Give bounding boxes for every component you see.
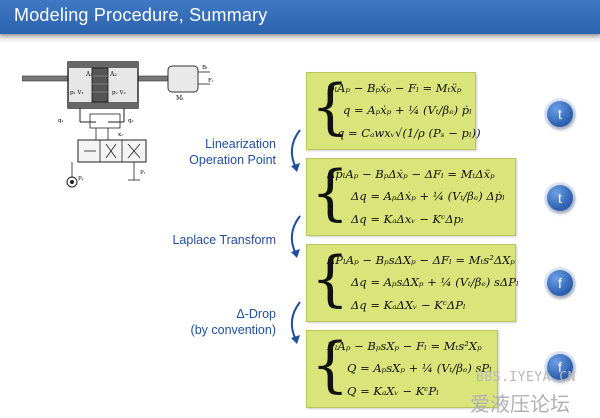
step-delta-drop-line2: (by convention)	[190, 323, 276, 337]
step-linearization-line2: Operation Point	[189, 153, 276, 167]
step-laplace: Laplace Transform	[160, 232, 276, 248]
arrow-1-icon	[290, 129, 301, 172]
label-bt: Bₜ	[202, 65, 208, 71]
equation-box-nonlinear: { pₗAₚ − Bₚẋₚ − Fₗ = Mₜẍₚ q = Aₚẋₚ + ¼ (…	[306, 72, 481, 150]
equation-1-2: q = Aₚẋₚ + ¼ (Vₜ/βₑ) ṗₗ	[343, 103, 472, 117]
label-a2: A₂	[109, 71, 117, 78]
equation-box-linearized: { ΔpₗAₚ − BₚΔẋₚ − ΔFₗ = MₜΔẍₚ Δq = AₚΔẋₚ…	[306, 158, 516, 236]
equation-box-delta-drop: { PₗAₚ − BₚsXₚ − Fₗ = Mₜs²Xₚ Q = AₚsXₚ +…	[306, 330, 498, 408]
brace-icon: {	[311, 72, 350, 142]
equation-3-2: Δq = AₚsΔXₚ + ¼ (Vₜ/βₑ) sΔPₗ	[351, 275, 519, 289]
equation-2-2: Δq = AₚΔẋₚ + ¼ (Vₜ/βₑ) Δṗₗ	[351, 189, 505, 203]
watermark-text: 爱液压论坛	[470, 394, 570, 416]
label-pt: Pₜ	[140, 170, 146, 176]
step-delta-drop-line1: Δ-Drop	[236, 307, 276, 321]
equation-2-3: Δq = KₐΔxᵥ − KᶜΔpₗ	[351, 212, 464, 226]
step-laplace-line1: Laplace Transform	[172, 233, 276, 247]
badge-time-domain-2[interactable]: t	[547, 185, 573, 211]
equation-3-1: ΔPₗAₚ − BₚsΔXₚ − ΔFₗ = Mₜs²ΔXₚ	[327, 253, 515, 267]
title-shadow	[0, 34, 600, 44]
step-delta-drop: Δ-Drop (by convention)	[160, 306, 276, 338]
step-linearization: Linearization Operation Point	[160, 136, 276, 168]
hydraulic-system-diagram: A₁ A₂ p₁ V₁ p₂ V₂ Mₜ Bₜ Fₗ q₁ q₂ xᵥ Pₛ P…	[22, 61, 214, 188]
badge-time-domain-1[interactable]: t	[547, 101, 573, 127]
label-q1: q₁	[58, 118, 64, 124]
equation-1-1: pₗAₚ − Bₚẋₚ − Fₗ = Mₜẍₚ	[327, 81, 462, 95]
brace-icon: {	[311, 244, 350, 314]
equation-4-3: Q = KₐXᵥ − KᶜPₗ	[347, 384, 439, 398]
page-title: Modeling Procedure, Summary	[14, 5, 268, 25]
equation-3-3: Δq = KₐΔXᵥ − KᶜΔPₗ	[351, 298, 466, 312]
label-a1: A₁	[85, 71, 93, 78]
label-p1v1: p₁ V₁	[70, 90, 84, 96]
title-bar: Modeling Procedure, Summary	[0, 0, 600, 34]
arrow-2-icon	[290, 215, 301, 258]
badge-frequency-domain-2[interactable]: f	[547, 354, 573, 380]
equation-4-1: PₗAₚ − BₚsXₚ − Fₗ = Mₜs²Xₚ	[327, 339, 482, 353]
equation-box-laplace: { ΔPₗAₚ − BₚsΔXₚ − ΔFₗ = Mₜs²ΔXₚ Δq = Aₚ…	[306, 244, 519, 322]
label-mt: Mₜ	[176, 95, 184, 102]
brace-icon: {	[311, 158, 350, 228]
equation-2-1: ΔpₗAₚ − BₚΔẋₚ − ΔFₗ = MₜΔẍₚ	[327, 167, 495, 181]
watermark-url: BBS.IYEYA.CN	[476, 370, 576, 385]
arrow-3-icon	[290, 301, 301, 344]
equation-1-3: q = Cₐwxᵥ√(1/ρ (Pₛ − pₗ))	[337, 126, 481, 140]
label-xv: xᵥ	[118, 132, 123, 138]
label-ps: Pₛ	[78, 176, 84, 182]
label-q2: q₂	[128, 118, 134, 124]
badge-frequency-domain-1[interactable]: f	[547, 270, 573, 296]
equation-4-2: Q = AₚsXₚ + ¼ (Vₜ/βₑ) sPₗ	[347, 361, 492, 375]
step-linearization-line1: Linearization	[205, 137, 276, 151]
label-p2v2: p₂ V₂	[112, 90, 126, 96]
label-fl: Fₗ	[208, 78, 214, 84]
brace-icon: {	[311, 330, 350, 400]
